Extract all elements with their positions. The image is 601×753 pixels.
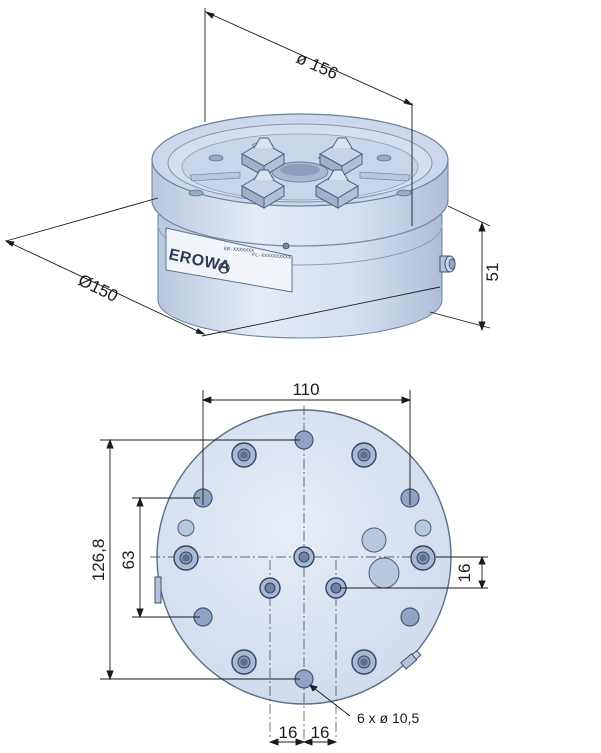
air-fitting-plan [400,649,422,670]
dim-height-outer-label: 126,8 [89,539,108,582]
dim-height-inner-label: 63 [119,551,138,570]
side-lug [154,576,162,604]
screw-icon [282,242,290,250]
nameplate [165,227,293,293]
clamping-jaws [240,137,364,209]
dim-diameter-bottom-label: Ø150 [75,271,121,306]
air-fitting [439,255,456,273]
dim-bottom-left-label: 16 [279,723,298,742]
plate-code: FL-XXXXXXXXXX [252,252,291,261]
dowel-holes [259,577,347,599]
small-hole [177,519,195,537]
dim-diameter-156 [204,8,414,226]
dim-offset-16 [340,555,488,590]
dim-offset-right-label: 16 [455,564,474,583]
dim-diameter-150 [4,197,441,337]
dim-bottom-16-16 [268,738,338,746]
dim-height-label: 51 [483,263,502,282]
dim-height-126-8 [100,438,300,681]
dim-width-label: 110 [292,380,319,399]
hole-callout-leader [309,684,351,717]
dim-width-110 [201,390,412,505]
socket-screws [173,442,436,675]
hole-callout-label: 6 x ø 10,5 [357,710,419,726]
logo-mark-icon [218,262,230,274]
plate-serial: ER-XXXXXXX [224,246,254,254]
dim-height-63 [132,496,200,619]
small-hole [414,519,432,537]
dim-bottom-right-label: 16 [311,723,330,742]
port-hole [361,527,387,553]
port-hole [368,557,400,589]
dim-diameter-top-label: ø 156 [293,48,340,83]
dim-height-51 [429,205,491,332]
isometric-view: EROWA ER-XXXXXXX FL-XXXXXXXXXX ø 156 [4,8,502,339]
plan-view: 110 126,8 63 16 [89,380,488,746]
